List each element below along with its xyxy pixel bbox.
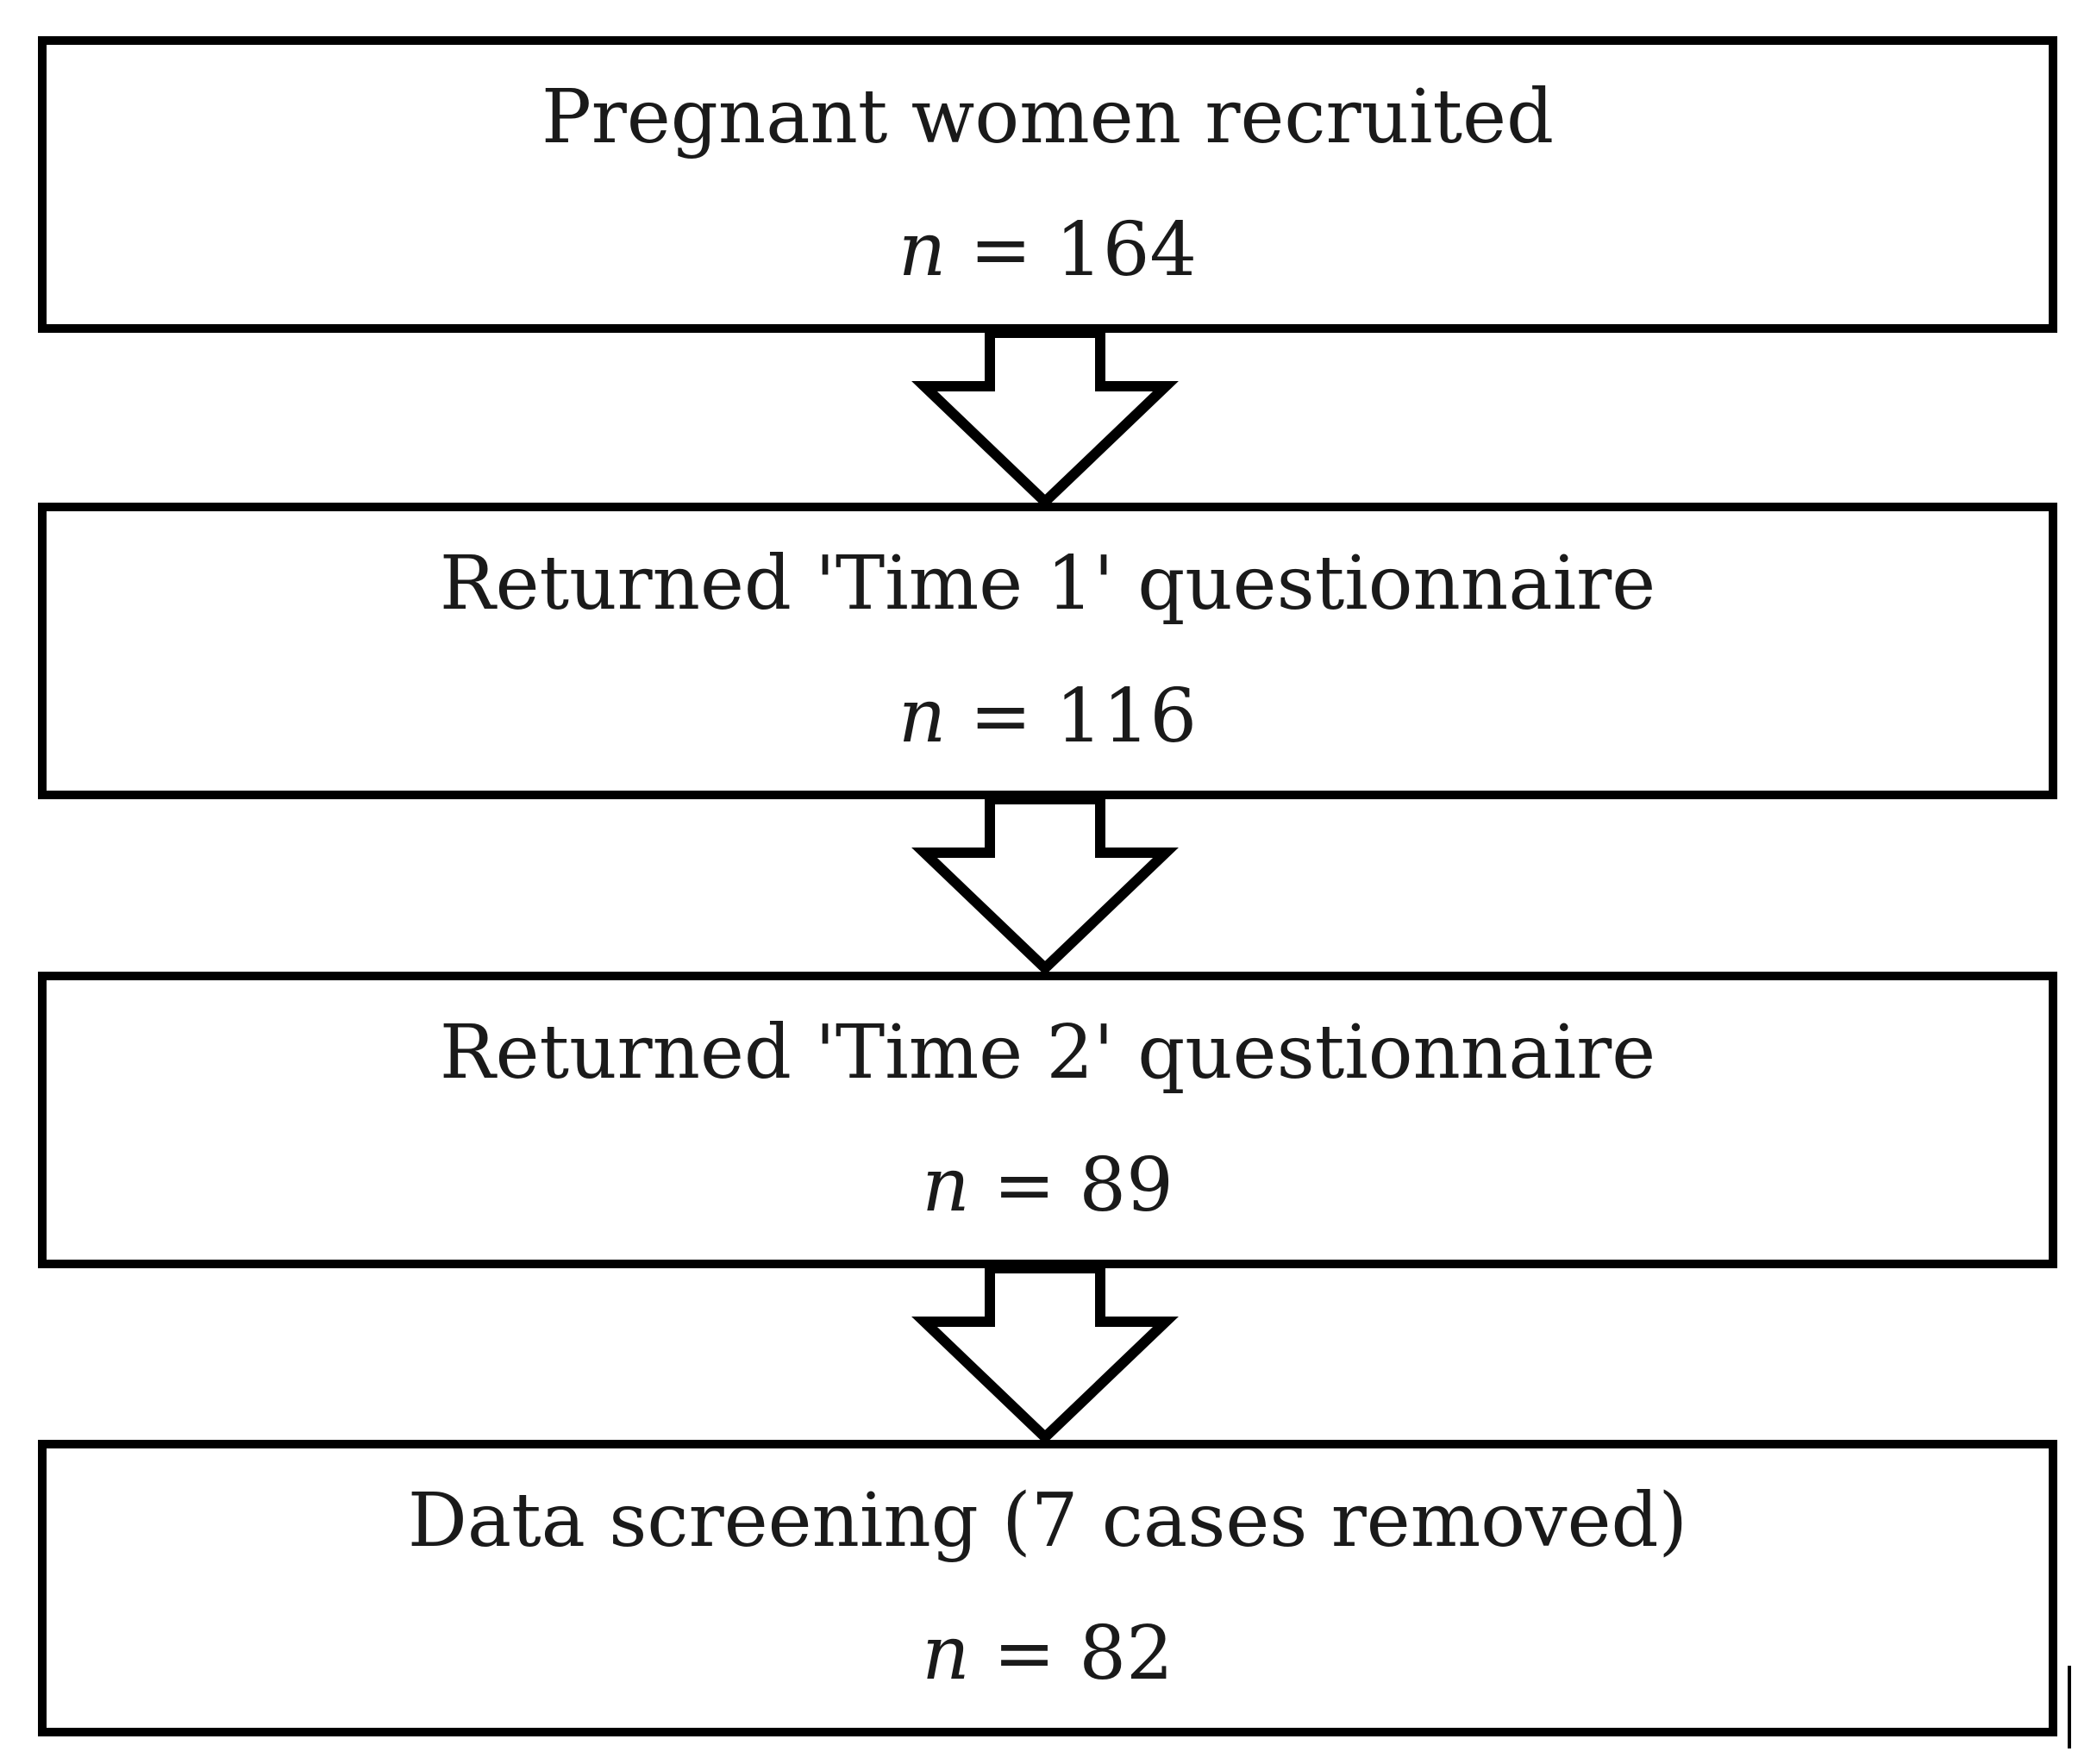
step-label: Returned 'Time 1' questionnaire (439, 541, 1656, 627)
step-label: Pregnant women recruited (541, 74, 1555, 160)
n-value: = 89 (992, 1142, 1174, 1229)
n-symbol: n (898, 673, 947, 760)
n-value: = 164 (969, 207, 1198, 293)
step-count: n = 89 (47, 1142, 2049, 1229)
flow-step-recruited: Pregnant women recruited n = 164 (38, 36, 2057, 333)
flow-step-time2: Returned 'Time 2' questionnaire n = 89 (38, 972, 2057, 1268)
n-symbol: n (898, 207, 947, 293)
n-value: = 116 (969, 673, 1198, 760)
down-arrow-icon (911, 328, 1179, 510)
n-symbol: n (922, 1611, 970, 1697)
step-count: n = 116 (47, 673, 2049, 760)
down-arrow-icon (911, 1263, 1179, 1445)
step-count: n = 164 (47, 207, 2049, 293)
step-label: Data screening (7 cases removed) (407, 1478, 1688, 1564)
n-value: = 82 (992, 1611, 1174, 1697)
flow-step-screening: Data screening (7 cases removed) n = 82 (38, 1440, 2057, 1736)
edge-line (2068, 1666, 2071, 1748)
down-arrow-icon (911, 794, 1179, 976)
step-count: n = 82 (47, 1611, 2049, 1697)
step-label: Returned 'Time 2' questionnaire (439, 1010, 1656, 1096)
flow-step-time1: Returned 'Time 1' questionnaire n = 116 (38, 503, 2057, 799)
n-symbol: n (922, 1142, 970, 1229)
